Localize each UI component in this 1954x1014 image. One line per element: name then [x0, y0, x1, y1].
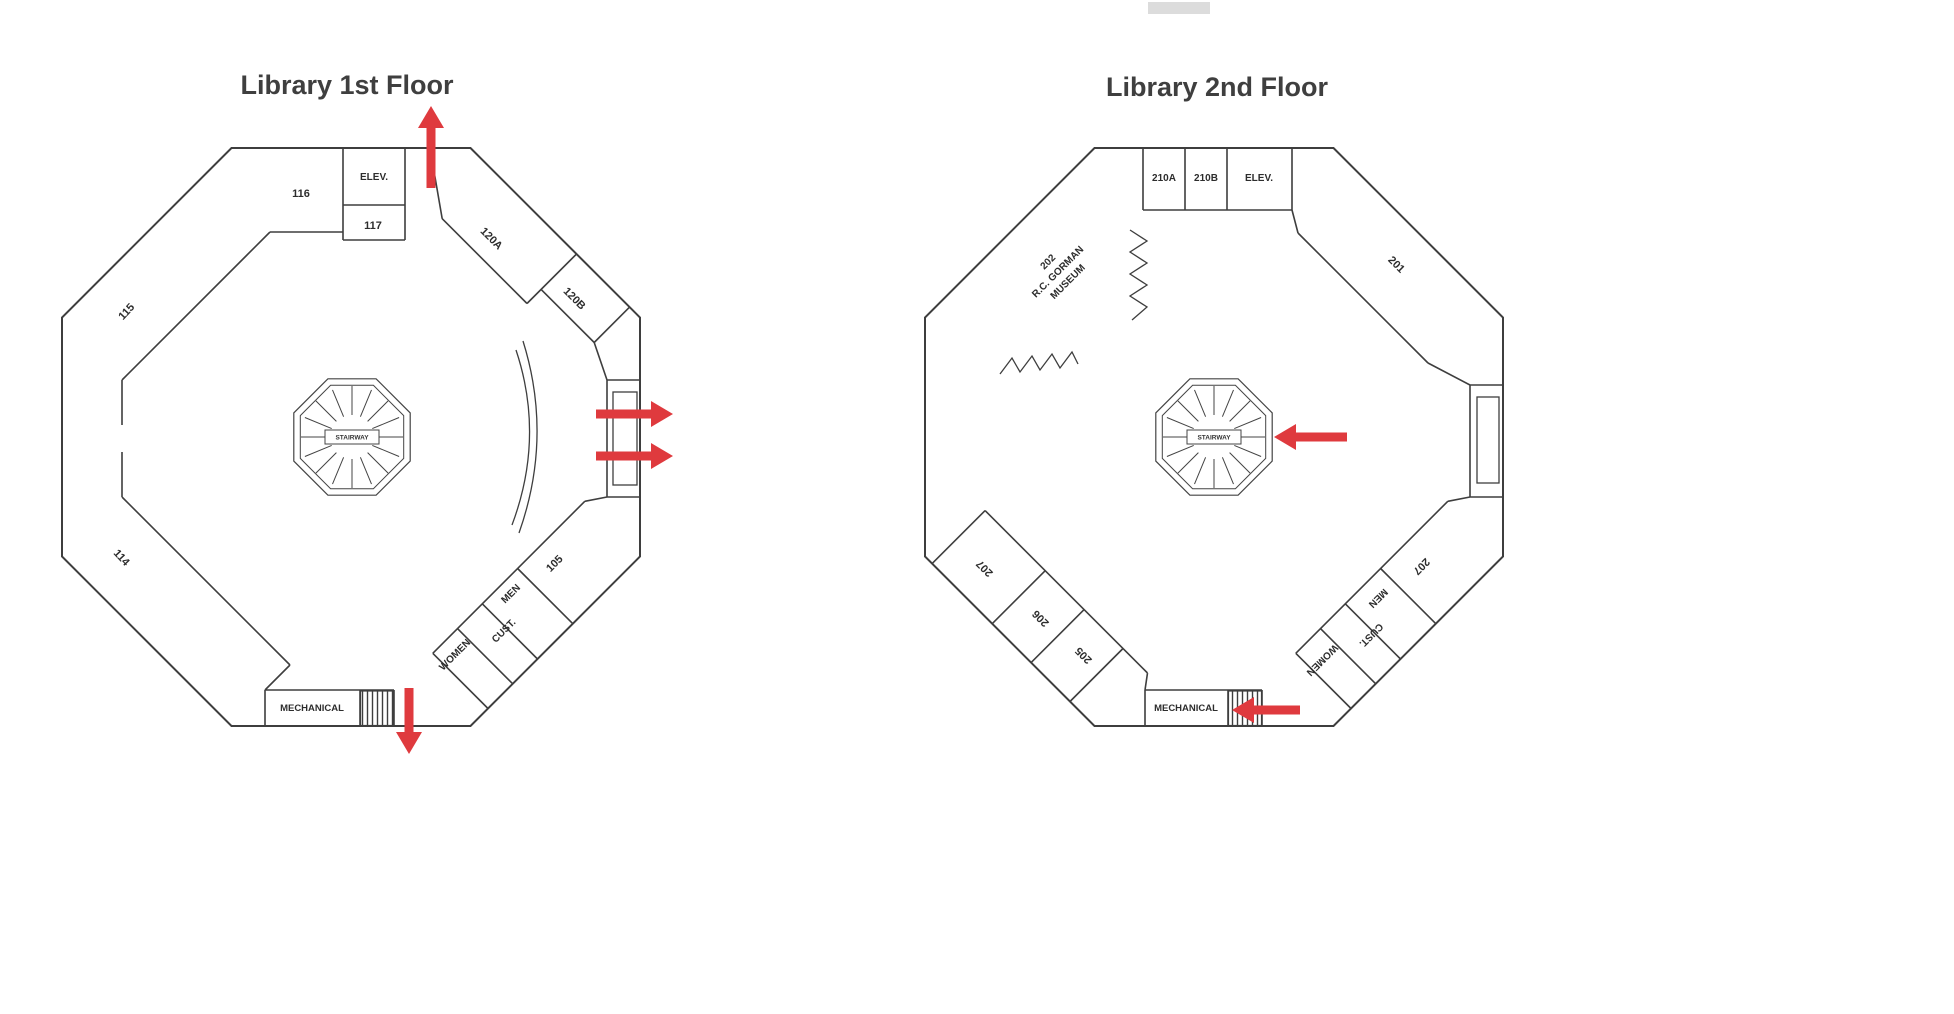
room-label-elev-f2: ELEV.	[1245, 173, 1273, 184]
museum-partition-zigzag-right	[1128, 229, 1149, 321]
room-label-202-museum: 202 R.C. GORMAN MUSEUM	[1030, 244, 1088, 302]
floor1-stair-hatch	[359, 690, 395, 727]
floor2-stairway-core	[1186, 429, 1242, 445]
room-label-210b: 210B	[1194, 173, 1218, 184]
floor1-entry-alcove	[612, 391, 638, 486]
floor2-stairway-label: STAIRWAY	[1197, 435, 1231, 442]
floor2-interior-walls	[931, 148, 1503, 726]
room-label-elev-f1: ELEV.	[360, 172, 388, 183]
room-label-114: 114	[111, 547, 132, 569]
entry-arrow-left-stairway-icon	[1274, 424, 1347, 450]
floor1-stairway-symbol: STAIRWAY	[293, 378, 411, 496]
exit-arrow-right-lower-icon	[596, 443, 673, 469]
room-label-men-f1: MEN	[499, 582, 523, 606]
floor2-outline	[924, 147, 1504, 727]
floor1-title: Library 1st Floor	[240, 70, 454, 100]
room-label-mechanical-f1: MECHANICAL	[280, 703, 344, 714]
room-label-men-f2: MEN	[1366, 586, 1390, 610]
room-label-120b: 120B	[561, 285, 588, 312]
room-label-115: 115	[116, 301, 137, 322]
room-label-210a: 210A	[1152, 173, 1176, 184]
exit-arrow-up-icon	[418, 106, 444, 188]
floor2-stairway-symbol: STAIRWAY	[1155, 378, 1273, 496]
exit-arrow-down-icon	[396, 688, 422, 754]
room-label-women-f2: WOMEN	[1304, 642, 1340, 678]
room-label-206: 206	[1030, 607, 1051, 628]
room-label-201: 201	[1385, 254, 1406, 275]
scan-artifact	[1148, 2, 1210, 14]
floor1-stairway-label: STAIRWAY	[335, 435, 369, 442]
room-label-117: 117	[364, 220, 382, 232]
room-label-207-left: 207	[974, 557, 995, 578]
room-label-205: 205	[1073, 644, 1094, 665]
floor1-outline	[61, 147, 641, 727]
floor2-plan: Library 2nd Floor STAIRWAY 210A 210B ELE…	[924, 72, 1504, 727]
room-label-120a: 120A	[478, 225, 505, 252]
floor1-plan: Library 1st Floor STAIRWAY 116 ELEV. 117…	[61, 70, 673, 754]
museum-partition-zigzag-lower	[999, 350, 1079, 375]
room-label-mechanical-f2: MECHANICAL	[1154, 703, 1218, 714]
floor1-curved-wall	[511, 340, 538, 534]
room-label-207-right: 207	[1410, 555, 1431, 576]
entry-arrow-left-bottom-icon	[1232, 697, 1300, 723]
floor2-title: Library 2nd Floor	[1106, 72, 1329, 102]
room-label-cust-f1: CUST.	[490, 617, 518, 645]
exit-arrow-right-upper-icon	[596, 401, 673, 427]
room-label-cust-f2: CUST.	[1357, 621, 1385, 649]
floor1-stairway-core	[324, 429, 380, 445]
room-label-116: 116	[292, 188, 310, 200]
room-label-105: 105	[544, 553, 565, 574]
floor2-entry-alcove	[1476, 396, 1500, 484]
